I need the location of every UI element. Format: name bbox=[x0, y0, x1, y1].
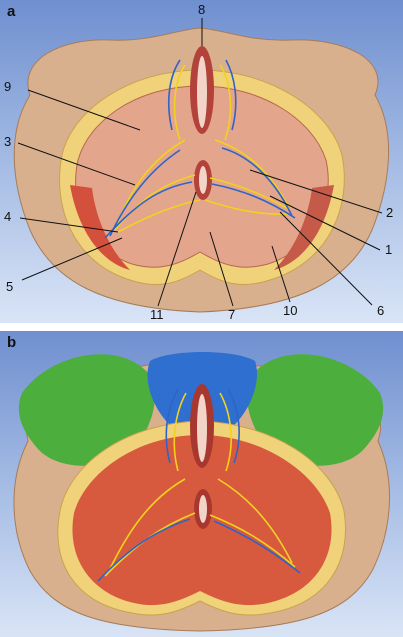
vestibule-inner bbox=[197, 56, 207, 128]
green-region-right bbox=[247, 354, 384, 466]
label-8: 8 bbox=[198, 2, 206, 17]
anatomy-illustration-b bbox=[13, 352, 390, 632]
vestibule-inner bbox=[197, 394, 207, 462]
anal-opening-inner bbox=[199, 495, 207, 523]
label-6: 6 bbox=[377, 303, 385, 318]
label-2: 2 bbox=[386, 205, 394, 220]
veins bbox=[97, 388, 301, 582]
label-4: 4 bbox=[4, 209, 12, 224]
label-1: 1 bbox=[385, 242, 393, 257]
label-10: 10 bbox=[283, 303, 298, 318]
gluteal-muscle-right bbox=[274, 185, 334, 270]
leader-lines bbox=[17, 18, 383, 307]
gluteal-muscle-left bbox=[70, 185, 130, 270]
panel-letter-a: a bbox=[7, 3, 16, 20]
label-11: 11 bbox=[150, 307, 164, 322]
anatomy-illustration-a bbox=[13, 18, 390, 313]
green-region-left bbox=[18, 354, 155, 466]
panel-letter-b: b bbox=[7, 334, 17, 351]
panel-a: a 8 9 3 4 5 11 7 10 6 1 2 bbox=[0, 0, 403, 323]
label-5: 5 bbox=[6, 279, 14, 294]
label-3: 3 bbox=[4, 134, 12, 149]
anal-opening-inner bbox=[199, 166, 207, 194]
label-7: 7 bbox=[228, 307, 236, 322]
panel-b: b bbox=[0, 331, 403, 637]
label-9: 9 bbox=[4, 79, 12, 94]
veins bbox=[104, 59, 296, 239]
